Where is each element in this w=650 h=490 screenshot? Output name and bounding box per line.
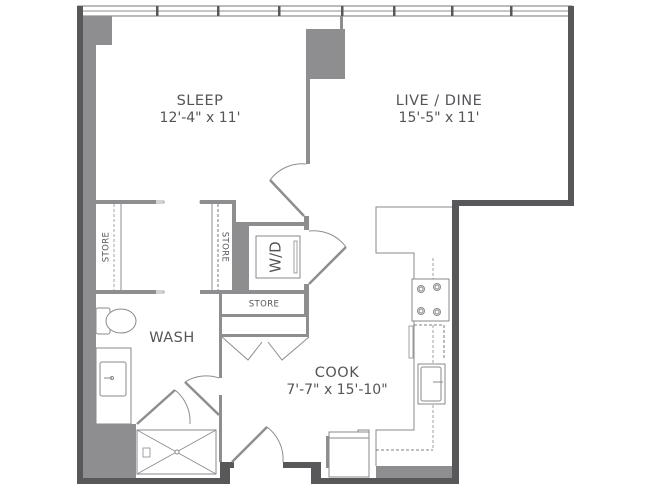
closet-details — [113, 200, 219, 294]
room-labels: SLEEP 12'-4" x 11' LIVE / DINE 15'-5" x … — [102, 93, 483, 398]
interior-walls — [96, 16, 343, 462]
range — [411, 278, 450, 322]
doors — [136, 163, 347, 463]
store-label-middle: STORE — [220, 232, 230, 263]
room-dim-sleep: 12'-4" x 11' — [160, 110, 241, 126]
dishwasher — [328, 431, 370, 478]
bathroom-fixtures — [95, 307, 217, 475]
kitchen-fixtures — [328, 206, 452, 478]
structural-columns — [83, 16, 452, 478]
exterior-walls — [77, 6, 574, 484]
store-label-lower: STORE — [249, 300, 280, 310]
room-name-wash: WASH — [149, 330, 195, 346]
toilet-bowl — [105, 308, 137, 334]
room-name-cook: COOK — [315, 365, 359, 381]
room-dim-cook: 7'-7" x 15'-10" — [286, 382, 387, 398]
room-name-sleep: SLEEP — [177, 93, 224, 109]
wd-label: W/D — [267, 241, 285, 272]
room-name-live-dine: LIVE / DINE — [396, 93, 483, 109]
washer-dryer: W/D — [255, 235, 301, 279]
store-label-left: STORE — [102, 232, 112, 263]
window-wall — [77, 5, 573, 17]
room-dim-live-dine: 15'-5" x 11' — [399, 110, 480, 126]
